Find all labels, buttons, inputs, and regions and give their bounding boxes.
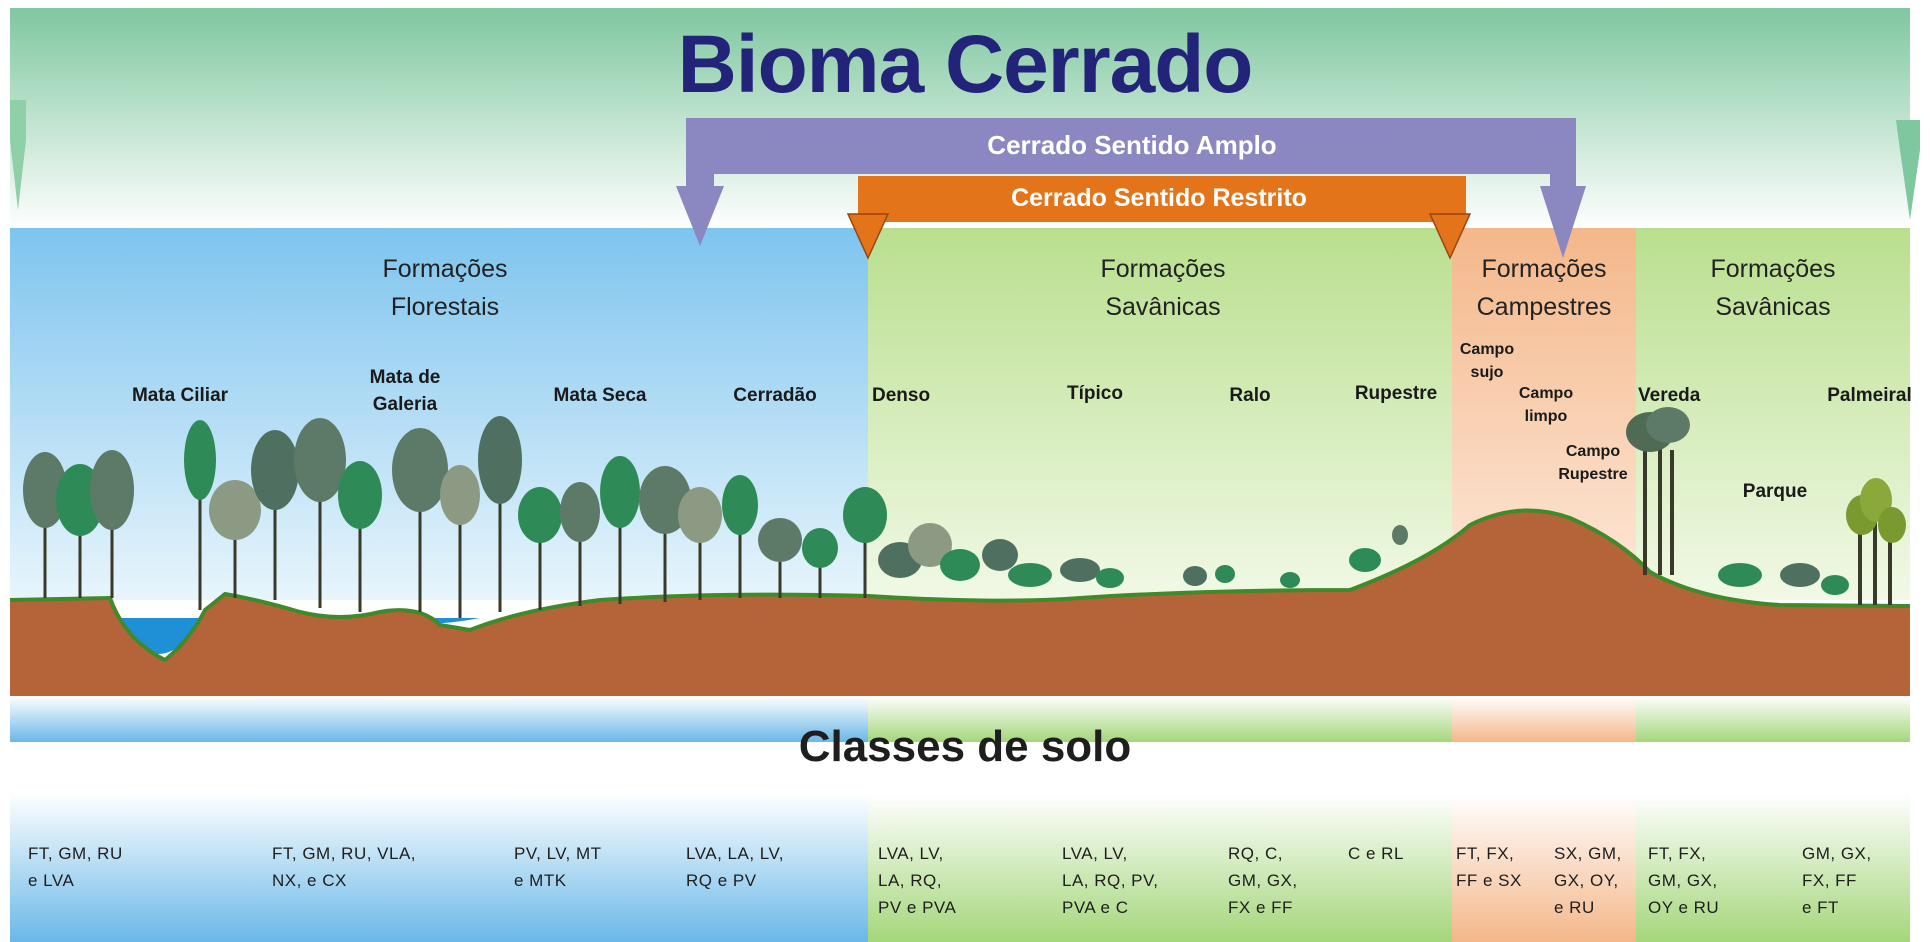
page-title: Bioma Cerrado — [677, 19, 1254, 110]
right-edge-arrow — [1896, 120, 1920, 220]
soil-classes-vereda: FT, FX, GM, GX, OY e RU — [1648, 844, 1720, 917]
formation-savanicas-label: Formações Savânicas — [1100, 255, 1226, 321]
soil-classes-denso: LVA, LV, LA, RQ, PV e PVA — [878, 844, 957, 917]
veg-rupestre: Rupestre — [1354, 383, 1438, 404]
soil-section-title: Classes de solo — [798, 722, 1132, 771]
soil-classes-campo-sujo: FT, FX, FF e SX — [1456, 844, 1522, 890]
soil-classes-mata-seca: PV, LV, MT e MTK — [514, 844, 602, 890]
soil-profile — [10, 510, 1910, 696]
soil-classes-cerradao: LVA, LA, LV, RQ e PV — [686, 844, 784, 890]
veg-denso: Denso — [872, 385, 931, 406]
soil-strip-blue — [10, 696, 868, 742]
formation-florestais-label: Formações Florestais — [382, 255, 508, 321]
soil-strip-orange — [1452, 696, 1636, 742]
veg-campo-limpo: Campo limpo — [1518, 385, 1574, 425]
soil-strip-green-2 — [1636, 696, 1910, 742]
veg-vereda: Vereda — [1638, 385, 1701, 406]
zone-savanna-background — [868, 228, 1452, 600]
soil-table-green — [868, 793, 1452, 942]
cerrado-restrito-band — [846, 176, 1472, 260]
veg-parque: Parque — [1742, 481, 1808, 502]
forest-canopies — [23, 416, 887, 568]
left-edge-arrow — [10, 100, 26, 210]
savanna-shrubs — [878, 523, 1849, 595]
veg-tipico: Típico — [1067, 383, 1123, 404]
palm-fronds — [1626, 407, 1906, 543]
soil-classes-ralo: RQ, C, GM, GX, FX e FF — [1228, 844, 1298, 917]
soil-classes-mata-ciliar: FT, GM, RU e LVA — [28, 844, 123, 890]
soil-classes-campo-limpo-rupestre: SX, GM, GX, OY, e RU — [1554, 844, 1622, 917]
veg-ralo: Ralo — [1229, 385, 1271, 406]
veg-campo-sujo: Campo sujo — [1459, 341, 1515, 381]
soil-table-green-2 — [1636, 793, 1910, 942]
formation-savanicas-2-label: Formações Savânicas — [1710, 255, 1836, 321]
soil-strip-green — [868, 696, 1452, 742]
soil-classes-mata-galeria: FT, GM, RU, VLA, NX, e CX — [272, 844, 417, 890]
veg-mata-seca: Mata Seca — [553, 385, 647, 406]
zone-forest-background — [10, 228, 868, 600]
grass-line — [9, 508, 1911, 663]
cerrado-amplo-band — [676, 118, 1586, 258]
veg-cerradao: Cerradão — [733, 385, 817, 406]
soil-classes-palmeiral: GM, GX, FX, FF e FT — [1802, 844, 1872, 917]
cerrado-restrito-label: Cerrado Sentido Restrito — [1011, 184, 1307, 212]
formation-campestres-label: Formações Campestres — [1476, 255, 1612, 321]
soil-classes-rupestre: C e RL — [1348, 844, 1404, 863]
soil-table-blue — [10, 793, 868, 942]
veg-mata-galeria: Mata de Galeria — [369, 367, 441, 415]
soil-table-orange — [1452, 793, 1636, 942]
veg-campo-rupestre: Campo Rupestre — [1558, 443, 1628, 483]
veg-palmeiral: Palmeiral — [1827, 385, 1912, 406]
cerrado-amplo-label: Cerrado Sentido Amplo — [987, 130, 1277, 160]
soil-classes-tipico: LVA, LV, LA, RQ, PV, PVA e C — [1062, 844, 1159, 917]
veg-mata-ciliar: Mata Ciliar — [131, 385, 229, 406]
